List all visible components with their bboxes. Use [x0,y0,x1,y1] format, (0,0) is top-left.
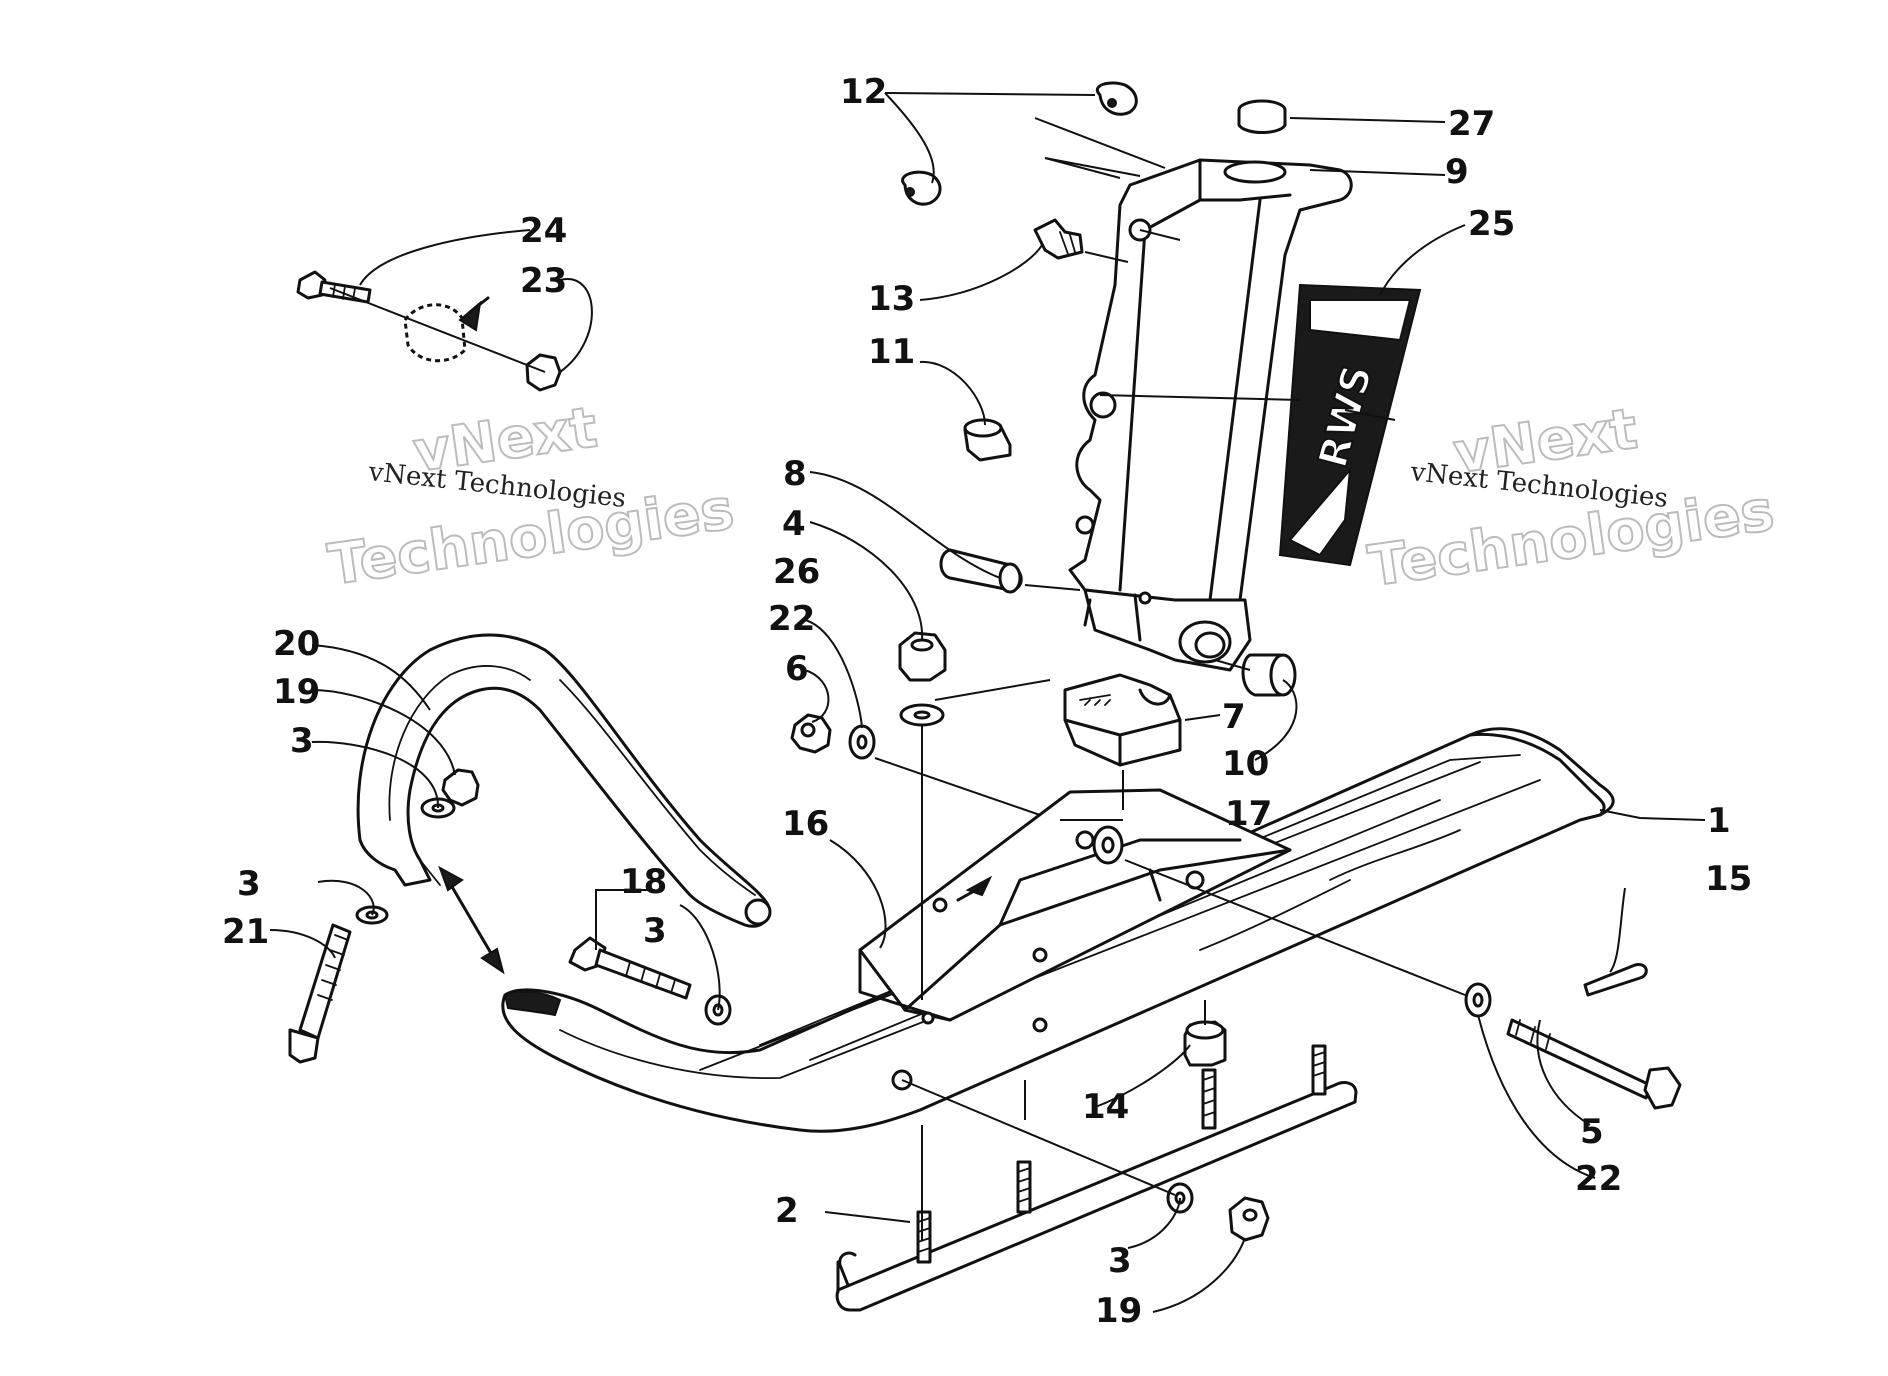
callout-15: 15 [1705,859,1752,899]
bracket-23 [403,296,490,363]
nut-23 [525,353,562,392]
double-arrow [438,865,505,975]
callout-19-bottom: 19 [1095,1291,1142,1331]
callout-14: 14 [1082,1087,1129,1127]
washer-26 [899,703,945,727]
spindle [1068,158,1353,672]
callout-3-left: 3 [237,864,261,904]
rws-decal: RWS [1278,283,1422,567]
nut-19-bottom [1228,1196,1270,1242]
ski-saddle [858,788,1292,1025]
bushing-12-top [1096,81,1138,116]
callout-24: 24 [520,211,567,251]
callout-10: 10 [1222,744,1269,784]
cap-27 [1237,99,1287,134]
cotter-pin-15 [1583,963,1648,997]
callout-6: 6 [785,649,809,689]
callout-3-middle: 3 [643,911,667,951]
callout-3-bottom: 3 [1108,1241,1132,1281]
callout-2: 2 [775,1191,799,1231]
bolt-21 [288,923,352,1064]
nut-4 [898,631,947,682]
bushing-11 [963,418,1012,462]
callout-20: 20 [273,624,320,664]
callout-19-upper: 19 [273,672,320,712]
callout-12: 12 [840,72,887,112]
callout-21: 21 [222,912,269,952]
bushing-12-left [901,170,942,206]
callout-11: 11 [868,332,915,372]
callout-3-upper: 3 [290,721,314,761]
washer-22-lower [1464,982,1492,1018]
washer-22-upper [848,724,876,760]
callout-5: 5 [1580,1112,1604,1152]
callout-9: 9 [1445,152,1469,192]
leader-lines [269,92,1706,1313]
sleeve-8 [939,548,1023,594]
bolt-5 [1506,1018,1682,1110]
nut-19-upper [441,768,480,807]
callout-13: 13 [868,279,915,319]
callout-25: 25 [1468,204,1515,244]
callout-17: 17 [1225,794,1272,834]
callout-22-lower: 22 [1575,1159,1622,1199]
bolt-18 [568,936,692,1000]
callout-23: 23 [520,261,567,301]
callout-16: 16 [782,804,829,844]
spacer-14 [1183,1020,1227,1067]
spindle-block-7 [1063,673,1182,767]
wear-bar [835,1044,1358,1312]
callout-7: 7 [1222,697,1246,737]
callout-27: 27 [1448,104,1495,144]
nut-6 [790,713,832,754]
callout-18: 18 [620,862,667,902]
callout-1: 1 [1707,801,1731,841]
bolt-24 [296,270,372,304]
washer-17 [1092,825,1124,865]
callout-8: 8 [783,454,807,494]
callout-26: 26 [773,552,820,592]
callout-4: 4 [782,504,806,544]
ski-handle [356,633,772,928]
callout-22-upper: 22 [768,599,815,639]
sleeve-10 [1241,653,1297,697]
callout-labels: 1 2 3 3 3 3 4 5 6 7 8 9 10 11 12 13 14 1… [222,72,1752,1331]
grease-fitting-13 [1033,218,1084,260]
